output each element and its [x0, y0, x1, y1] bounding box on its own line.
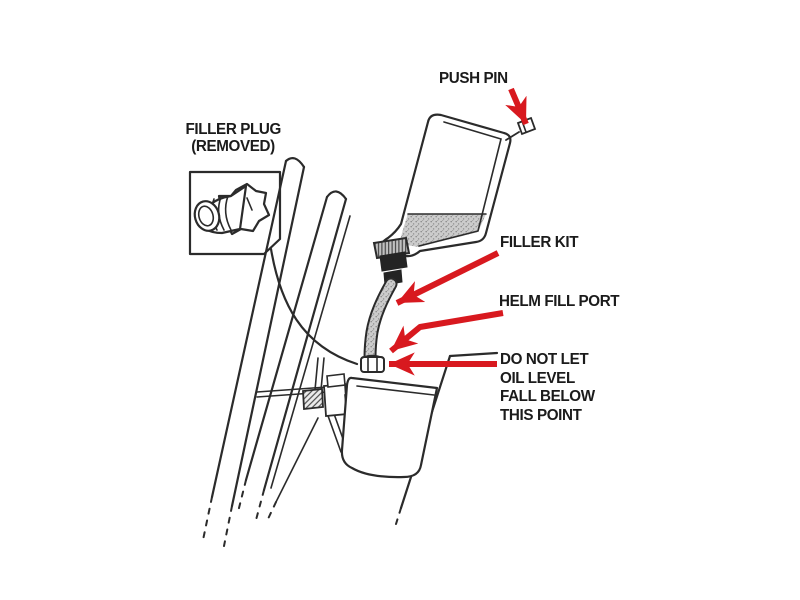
callout-arrows — [389, 87, 529, 376]
oil-warning-line4: THIS POINT — [500, 406, 582, 424]
filler-plug-inset — [188, 170, 282, 256]
filler-plug-label-line1: FILLER PLUG — [185, 121, 282, 138]
filler-kit-arrow — [395, 250, 500, 306]
plug-bore — [197, 205, 215, 227]
fill-tube — [365, 279, 396, 363]
wheel-rim-inner-line — [270, 215, 351, 489]
bracket-top-tab — [326, 373, 346, 388]
helm-fill-port-fitting — [360, 354, 385, 373]
oil-level-warning-label: DO NOT LET OIL LEVEL FALL BELOW THIS POI… — [500, 351, 595, 425]
filler-kit-label: FILLER KIT — [500, 234, 579, 251]
push-pin-illustration — [505, 116, 537, 141]
filler-plug-label-line2: (REMOVED) — [191, 138, 275, 155]
inset-box — [188, 170, 282, 256]
wheel-spoke-upper — [314, 357, 319, 391]
wheel-rim-near-right — [262, 197, 348, 492]
wheel-rim-near-cap — [325, 190, 348, 201]
helm-fill-port-arrow — [389, 310, 504, 354]
wheel-rim-far-cap — [284, 157, 306, 169]
bottle-inner-wall — [418, 121, 502, 247]
oil-warning-line2: OIL LEVEL — [500, 369, 575, 387]
filler-plug-label: FILLER PLUG (REMOVED) — [185, 121, 282, 155]
shaft-clamp-bracket — [323, 383, 348, 417]
wheel-spoke-left — [256, 386, 328, 393]
adapter-dark-band — [379, 251, 408, 272]
oil-warning-line1: DO NOT LET — [500, 351, 589, 368]
wheel-spoke-lower — [326, 412, 342, 453]
pin-needle — [505, 131, 520, 141]
wheel-rim-far-right — [230, 165, 306, 508]
wheel-rim-far-left — [210, 159, 288, 499]
push-pin-arrow — [505, 87, 529, 126]
helm-top-lip — [356, 385, 435, 396]
filler-plug-leader-line — [269, 247, 359, 366]
bottle-oil-fill — [399, 214, 486, 247]
port-hex-nut — [360, 356, 385, 373]
helm-fill-port-label: HELM FILL PORT — [499, 293, 620, 310]
helm-housing — [340, 376, 439, 479]
port-top-edge — [361, 354, 384, 359]
wheel-rim-near-left — [244, 195, 329, 482]
panel-top-edge — [448, 351, 499, 358]
oil-warning-line3: FALL BELOW — [500, 388, 595, 405]
helm-pump-body — [340, 376, 439, 479]
wheel-spoke-lower-left — [275, 417, 319, 503]
push-pin-label: PUSH PIN — [439, 70, 508, 87]
filler-plug-illustration — [193, 182, 271, 236]
shaft-hex-nut — [302, 388, 324, 410]
oil-bottle — [363, 113, 512, 365]
